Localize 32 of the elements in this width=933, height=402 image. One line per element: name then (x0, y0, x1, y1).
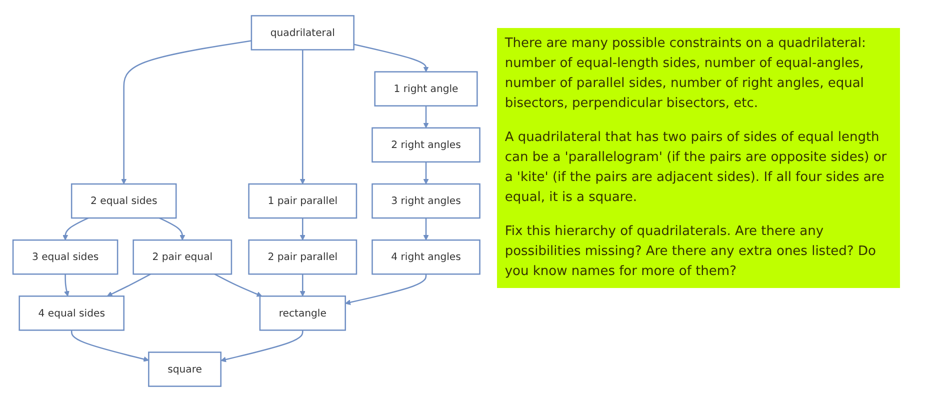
arrow (121, 40, 252, 184)
arrow (354, 44, 429, 72)
node-box: 2 right angles (372, 127, 480, 163)
arrow (220, 330, 304, 362)
node-box: 1 right angle (374, 71, 478, 106)
node-box: 3 equal sides (12, 239, 118, 275)
node-box: 1 pair parallel (248, 183, 358, 219)
arrow (62, 217, 89, 240)
arrow (300, 274, 306, 296)
arrow (106, 274, 151, 296)
node-box: 2 equal sides (70, 183, 177, 219)
arrow (300, 50, 306, 184)
note-paragraph: There are many possible constraints on a quadrilateral: number of equal-length sides, number of equal-angles, number of parallel sides, number of right angles, equal bisectors, perpendicular bisectors, etc. (504, 35, 867, 113)
node-box: quadrilateral (250, 15, 354, 50)
arrow (345, 274, 427, 306)
node-box: 3 right angles (372, 183, 480, 219)
arrow (423, 162, 429, 184)
node-box: 2 pair equal (132, 239, 232, 275)
arrow (423, 106, 429, 128)
arrow (300, 218, 306, 240)
arrow (423, 218, 429, 240)
node-box: 2 pair parallel (248, 239, 358, 275)
node-box: rectangle (259, 296, 346, 331)
note-paragraph: A quadrilateral that has two pairs of sides of equal length can be a 'parallelogram' (if the pairs are opposite sides) or a 'kite' (if the pairs are adjacent sides). If all four sides are equal, it is a square. (504, 129, 888, 207)
arrow (159, 217, 186, 240)
node-box: 4 equal sides (18, 296, 124, 331)
node-box: square (148, 352, 222, 387)
note-paragraph: Fix this hierarchy of quadrilaterals. Are there any possibilities missing? Are there any extra ones listed? Do you know names for more of them? (504, 223, 877, 281)
arrow (64, 274, 70, 296)
arrow (214, 274, 262, 297)
node-box: 4 right angles (372, 239, 480, 275)
arrow (70, 330, 149, 362)
